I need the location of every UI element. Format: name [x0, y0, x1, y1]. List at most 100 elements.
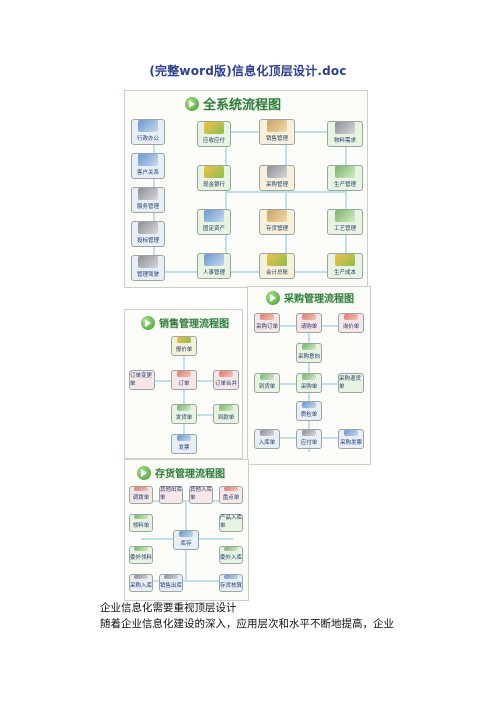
- node-icon: [138, 256, 158, 268]
- node-ledger: 会计总账: [259, 253, 295, 279]
- node-icon: [176, 371, 192, 377]
- node-purchase-return: 采购退货单: [338, 373, 364, 393]
- node-purchase: 采购管理: [259, 165, 295, 191]
- node-intent: 采购意向: [296, 343, 322, 363]
- node-process: 工艺管理: [327, 209, 363, 235]
- flowchart-title: 存货管理流程图: [155, 469, 225, 480]
- flow-arrow-icon: [185, 97, 199, 111]
- node-icon: [334, 122, 356, 134]
- node-icon: [204, 254, 224, 266]
- flow-arrow-icon: [137, 466, 151, 480]
- node-production-cost: 生产成本: [327, 253, 363, 279]
- node-production: 生产管理: [327, 165, 363, 191]
- node-order-merge: 订单合并: [213, 370, 239, 390]
- document-title: (完整word版)信息化顶层设计.doc: [149, 64, 347, 78]
- node-hr: 人事管理: [197, 253, 231, 279]
- node-icon: [178, 531, 194, 537]
- node-icon: [224, 575, 238, 579]
- node-icon: [301, 344, 317, 350]
- node-stock-in: 入库单: [254, 429, 280, 449]
- node-mrp: 物料需求: [327, 121, 363, 147]
- flowchart-title: 采购管理流程图: [284, 294, 354, 305]
- node-icon: [134, 575, 148, 579]
- node-cash-bank: 现金银行: [197, 165, 231, 191]
- node-icon: [204, 210, 224, 222]
- node-icon: [266, 166, 288, 178]
- node-invoice: 采购发票: [338, 429, 364, 449]
- node-icon: [164, 575, 178, 579]
- node-arrival: 到货单: [254, 373, 280, 393]
- node-icon: [176, 435, 192, 441]
- node-other-in: 其他入库单: [189, 486, 213, 504]
- node-icon: [224, 487, 238, 491]
- node-dashboard: 管理驾驶: [131, 255, 165, 281]
- node-icon: [259, 374, 275, 380]
- node-order: 订单: [171, 370, 197, 390]
- node-material-req: 领料单: [129, 514, 153, 532]
- node-icon: [138, 188, 158, 200]
- node-purchase-order: 采购订单: [254, 313, 280, 333]
- node-stock: 库存: [173, 530, 199, 550]
- node-icon: [266, 254, 288, 266]
- node-qc: 质检单: [296, 401, 322, 421]
- node-requisition: 请购单: [296, 313, 322, 333]
- node-icon: [301, 430, 317, 436]
- node-bidding: 投标管理: [131, 221, 165, 247]
- node-icon: [218, 405, 234, 411]
- node-icon: [343, 314, 359, 320]
- node-service: 服务管理: [131, 187, 165, 213]
- node-icon: [259, 314, 275, 320]
- flowchart-title: 销售管理流程图: [159, 319, 229, 330]
- node-icon: [301, 374, 317, 380]
- flow-arrow-icon: [266, 291, 280, 305]
- node-other-out: 其他出库单: [159, 486, 183, 504]
- sales-flowchart: 销售管理流程图 报价单 订单变更单 订单 订单合并 发货单 到款单 发票: [124, 309, 243, 459]
- purchase-flowchart: 采购管理流程图 采购订单 请购单 询价单 采购意向 采购单 采购退货单 到货单 …: [247, 286, 371, 465]
- flowchart-title: 全系统流程图: [203, 98, 282, 113]
- node-icon: [259, 430, 275, 436]
- flow-arrow-icon: [141, 316, 155, 330]
- node-ar-ap: 应收应付: [197, 121, 231, 147]
- node-product-in: 产品入库单: [219, 514, 243, 532]
- node-icon: [224, 547, 238, 551]
- node-purchase-in: 采购入库: [129, 574, 153, 592]
- node-purchase-doc: 采购单: [296, 373, 322, 393]
- node-stocktake: 盘点单: [219, 486, 243, 504]
- node-icon: [301, 314, 317, 320]
- full-system-flowchart: 全系统流程图 行政办公 客户关系 服务管理 投标管理 管理驾驶 应收应付 现金银…: [124, 90, 368, 288]
- node-sales-invoice: 发票: [171, 434, 197, 454]
- node-icon: [138, 120, 158, 132]
- node-icon: [334, 166, 356, 178]
- node-delivery: 发货单: [171, 404, 197, 424]
- node-icon: [266, 210, 288, 222]
- node-icon: [301, 402, 317, 408]
- inventory-flowchart: 存货管理流程图 调拨单 其他出库单 其他入库单 盘点单 领料单 产品入库单 库存…: [124, 459, 249, 601]
- node-outsource-in: 委外入库: [219, 546, 243, 564]
- node-order-change: 订单变更单: [129, 370, 155, 390]
- node-inventory-accounting: 存货核算: [219, 574, 243, 592]
- node-icon: [334, 210, 356, 222]
- node-icon: [176, 337, 192, 343]
- node-icon: [334, 254, 356, 266]
- node-icon: [204, 122, 224, 134]
- node-transfer: 调拨单: [129, 486, 153, 504]
- node-icon: [138, 154, 158, 166]
- node-quote: 报价单: [171, 336, 197, 356]
- node-sales: 销售管理: [259, 119, 295, 145]
- node-icon: [204, 166, 224, 178]
- body-paragraph-line: 随着企业信息化建设的深入，应用层次和水平不断地提高，企业: [100, 618, 394, 630]
- node-outsource-pick: 委外领料: [129, 546, 153, 564]
- node-icon: [218, 371, 234, 377]
- node-payable: 应付单: [296, 429, 322, 449]
- node-admin-office: 行政办公: [131, 119, 165, 145]
- node-icon: [266, 120, 288, 132]
- node-icon: [138, 222, 158, 234]
- node-inquiry: 询价单: [338, 313, 364, 333]
- node-icon: [176, 405, 192, 411]
- node-inventory: 存货管理: [259, 209, 295, 235]
- node-icon: [134, 547, 148, 551]
- node-icon: [343, 430, 359, 436]
- node-payment: 到款单: [213, 404, 239, 424]
- body-heading-line: 企业信息化需要重视顶层设计: [100, 602, 237, 614]
- node-icon: [134, 487, 148, 491]
